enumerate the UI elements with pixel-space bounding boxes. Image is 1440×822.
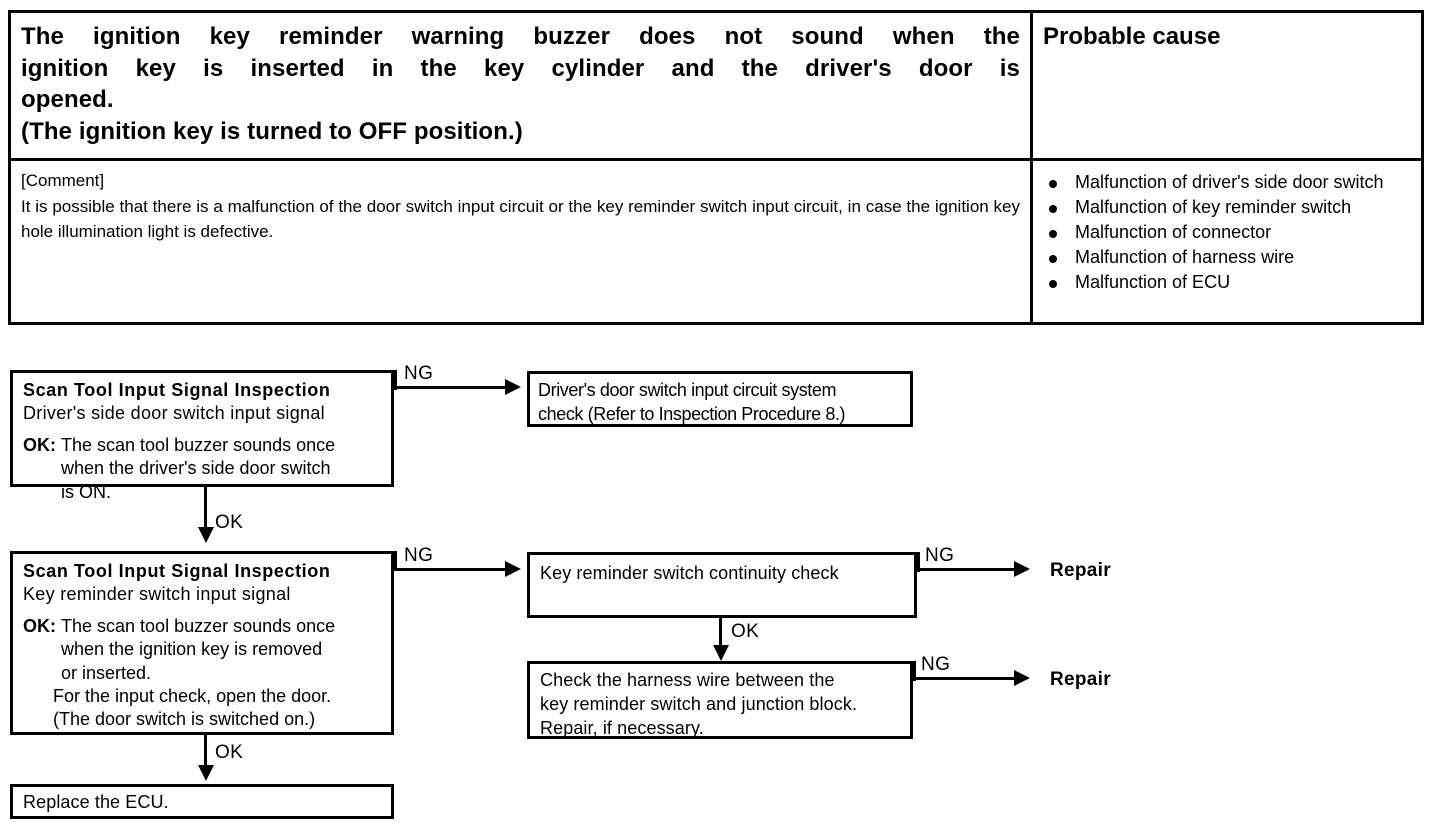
list-item: Malfunction of harness wire — [1043, 246, 1413, 270]
step2-extra-line-2: (The door switch is switched on.) — [53, 709, 316, 730]
step1-subtitle: Driver's side door switch input signal — [23, 402, 325, 423]
step2-subtitle: Key reminder switch input signal — [23, 583, 291, 604]
connector-ng3-stub — [917, 552, 920, 572]
table-row-heading: The ignition key reminder warning buzzer… — [11, 13, 1421, 161]
edge-label-ok2: OK — [731, 621, 760, 642]
list-item: Malfunction of driver's side door switch — [1043, 171, 1413, 195]
connector-ng2-stub — [394, 551, 397, 571]
connector-ok1-line — [204, 487, 207, 531]
probable-cause-cell: Malfunction of driver's side door switch… — [1033, 161, 1421, 322]
symptom-line-1: The ignition key reminder warning buzzer… — [21, 23, 1020, 50]
flow-box-scan-tool-key-reminder: Scan Tool Input Signal Inspection Key re… — [10, 551, 394, 735]
step1-title: Scan Tool Input Signal Inspection — [23, 380, 331, 400]
edge-label-ng1: NG — [404, 363, 434, 384]
list-item: Malfunction of ECU — [1043, 271, 1413, 295]
symptom-line-3: opened. — [21, 86, 114, 114]
step2-ok-criteria: OK: The scan tool buzzer sounds once whe… — [23, 615, 383, 732]
step2-extra-line-1: For the input check, open the door. — [53, 686, 332, 707]
table-row-detail: [Comment] It is possible that there is a… — [11, 161, 1421, 322]
list-item: Malfunction of connector — [1043, 221, 1413, 245]
terminal-repair-2: Repair — [1050, 669, 1111, 690]
edge-label-ng2: NG — [404, 545, 434, 566]
step2-ok-line-1: The scan tool buzzer sounds once — [61, 615, 336, 636]
step1-ok-line-1: The scan tool buzzer sounds once — [61, 434, 336, 455]
arrowhead-ng4-icon — [1014, 670, 1030, 686]
symptom-heading-cell: The ignition key reminder warning buzzer… — [11, 13, 1033, 158]
step1-ok-criteria: OK: The scan tool buzzer sounds once whe… — [23, 434, 383, 504]
harness-box-line-2: key reminder switch and junction block. — [540, 693, 858, 714]
connector-ng3-line — [917, 568, 1021, 571]
connector-ng4-line — [913, 677, 1021, 680]
arrowhead-ng1-icon — [505, 379, 521, 395]
step2-ok-line-2: when the ignition key is removed — [61, 639, 323, 660]
connector-ok2-line — [719, 618, 722, 650]
connector-ng1-line — [394, 386, 512, 389]
edge-label-ok3: OK — [215, 742, 244, 763]
comment-label: [Comment] — [21, 171, 105, 190]
harness-box-line-1: Check the harness wire between the — [540, 670, 835, 690]
symptom-table: The ignition key reminder warning buzzer… — [8, 10, 1424, 325]
flow-box-harness-wire-check: Check the harness wire between the key r… — [527, 661, 913, 739]
ng1-box-line-1: Driver's door switch input circuit syste… — [538, 380, 837, 400]
connector-ng2-line — [394, 568, 512, 571]
comment-cell: [Comment] It is possible that there is a… — [11, 161, 1033, 322]
probable-cause-heading-cell: Probable cause — [1033, 13, 1421, 158]
comment-text: It is possible that there is a malfuncti… — [21, 196, 1020, 242]
symptom-line-2: ignition key is inserted in the key cyli… — [21, 54, 1020, 82]
harness-box-line-3: Repair, if necessary. — [540, 717, 704, 738]
probable-cause-title: Probable cause — [1043, 23, 1221, 50]
symptom-line-4: (The ignition key is turned to OFF posit… — [21, 118, 523, 146]
edge-label-ok1: OK — [215, 512, 244, 533]
step1-ok-line-3: is ON. — [61, 481, 112, 502]
arrowhead-ok3-icon — [198, 765, 214, 781]
flow-box-key-reminder-continuity: Key reminder switch continuity check — [527, 552, 917, 618]
step2-ok-line-3: or inserted. — [61, 662, 152, 683]
flow-box-replace-ecu: Replace the ECU. — [10, 784, 394, 819]
step1-ok-tag: OK: — [23, 434, 56, 455]
connector-ok3-line — [204, 735, 207, 769]
edge-label-ng3: NG — [925, 545, 955, 566]
arrowhead-ng2-icon — [505, 561, 521, 577]
arrowhead-ok2-icon — [713, 645, 729, 661]
arrowhead-ng3-icon — [1014, 561, 1030, 577]
final-box-text: Replace the ECU. — [23, 792, 169, 812]
connector-ng4-stub — [913, 661, 916, 681]
flow-box-scan-tool-door-switch: Scan Tool Input Signal Inspection Driver… — [10, 370, 394, 502]
connector-ng1-stub — [394, 370, 397, 390]
flow-box-door-switch-circuit-check: Driver's door switch input circuit syste… — [527, 371, 913, 427]
edge-label-ng4: NG — [921, 654, 951, 675]
step2-title: Scan Tool Input Signal Inspection — [23, 561, 331, 581]
probable-cause-list: Malfunction of driver's side door switch… — [1043, 171, 1413, 295]
step1-ok-line-2: when the driver's side door switch — [61, 458, 331, 479]
page-title: The ignition key reminder warning buzzer… — [21, 21, 1020, 148]
terminal-repair-1: Repair — [1050, 560, 1111, 581]
arrowhead-ok1-icon — [198, 527, 214, 543]
list-item: Malfunction of key reminder switch — [1043, 196, 1413, 220]
step2-ok-tag: OK: — [23, 615, 56, 636]
ng1-box-line-2: check (Refer to Inspection Procedure 8.) — [538, 403, 846, 424]
continuity-box-text: Key reminder switch continuity check — [540, 563, 839, 583]
